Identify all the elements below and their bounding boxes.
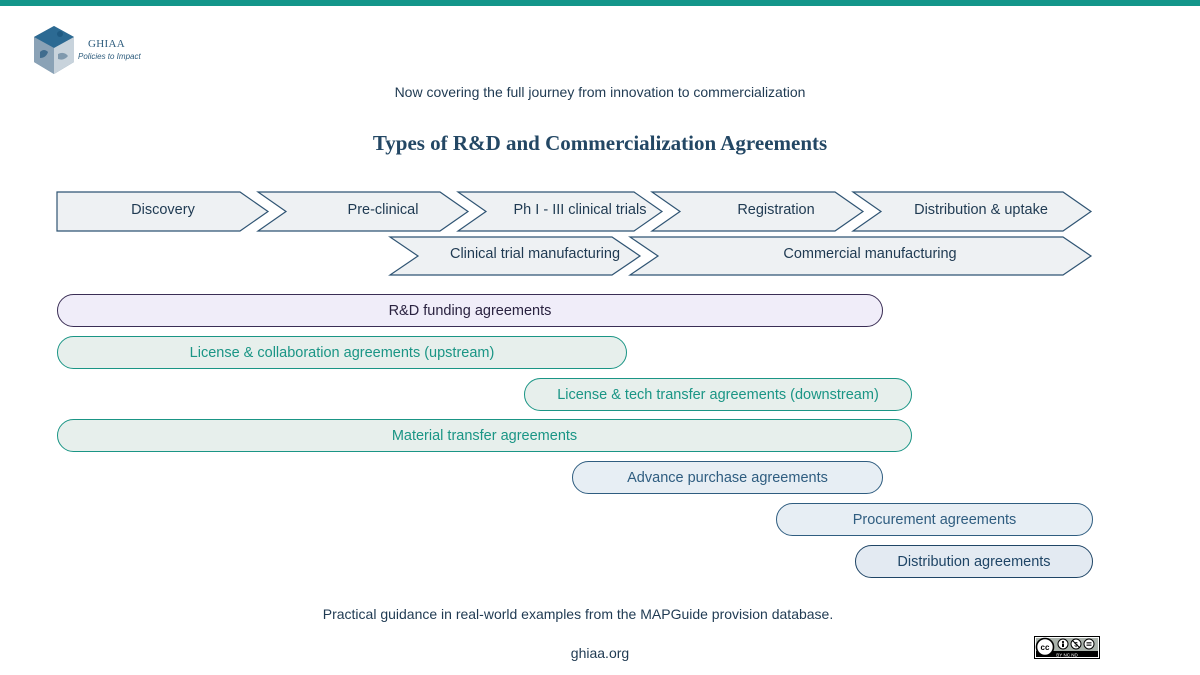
stage-label-2: Ph I - III clinical trials [513, 202, 647, 218]
agreement-label-5: Procurement agreements [852, 511, 1017, 528]
manufacturing-stage-chevron-0 [388, 236, 642, 276]
license-badge-text: BY NC ND [1056, 652, 1078, 657]
manufacturing-stage-label-0: Clinical trial manufacturing [449, 246, 621, 262]
stage-chevron-1 [256, 191, 470, 232]
agreement-label-6: Distribution agreements [897, 553, 1051, 570]
stage-chevron-4 [851, 191, 1093, 232]
agreement-bar-5: Procurement agreements [776, 503, 1093, 536]
agreement-bar-2: License & tech transfer agreements (down… [524, 378, 912, 411]
top-accent-bar [0, 0, 1200, 6]
agreement-label-0: R&D funding agreements [388, 302, 552, 319]
stage-chevron-2 [456, 191, 664, 232]
globe-puzzle-icon [34, 26, 74, 74]
agreement-bar-6: Distribution agreements [855, 545, 1093, 578]
stage-label-3: Registration [737, 202, 815, 218]
agreement-label-1: License & collaboration agreements (upst… [189, 344, 495, 361]
agreement-bar-3: Material transfer agreements [57, 419, 912, 452]
agreement-label-2: License & tech transfer agreements (down… [557, 386, 879, 403]
agreement-bar-0: R&D funding agreements [57, 294, 883, 327]
agreement-label-4: Advance purchase agreements [627, 469, 828, 486]
agreement-bar-1: License & collaboration agreements (upst… [57, 336, 627, 369]
stage-chevron-0 [56, 191, 270, 232]
agreement-label-3: Material transfer agreements [391, 427, 578, 444]
manufacturing-stage-label-1: Commercial manufacturing [783, 246, 957, 262]
stage-label-4: Distribution & uptake [914, 202, 1048, 218]
logo-tagline: Policies to Impact [78, 52, 141, 61]
cc-by-nc-nd-icon[interactable]: cc $ BY NC ND [1034, 636, 1100, 659]
stage-label-1: Pre-clinical [347, 202, 419, 218]
page-title: Types of R&D and Commercialization Agree… [372, 131, 828, 155]
agreement-bar-4: Advance purchase agreements [572, 461, 883, 494]
manufacturing-stage-chevron-1 [628, 236, 1093, 276]
svg-text:cc: cc [1041, 643, 1050, 652]
stage-flow-diagram [56, 191, 1093, 276]
logo-name: GHIAA [88, 38, 125, 50]
stage-label-0: Discovery [131, 202, 195, 218]
website-link[interactable]: ghiaa.org [570, 645, 630, 661]
stage-chevron-3 [650, 191, 865, 232]
svg-text:$: $ [1074, 642, 1078, 649]
ghiaa-logo[interactable]: GHIAA Policies to Impact [30, 24, 190, 78]
guidance-text: Practical guidance in real-world example… [322, 606, 834, 622]
subtitle: Now covering the full journey from innov… [394, 84, 806, 100]
